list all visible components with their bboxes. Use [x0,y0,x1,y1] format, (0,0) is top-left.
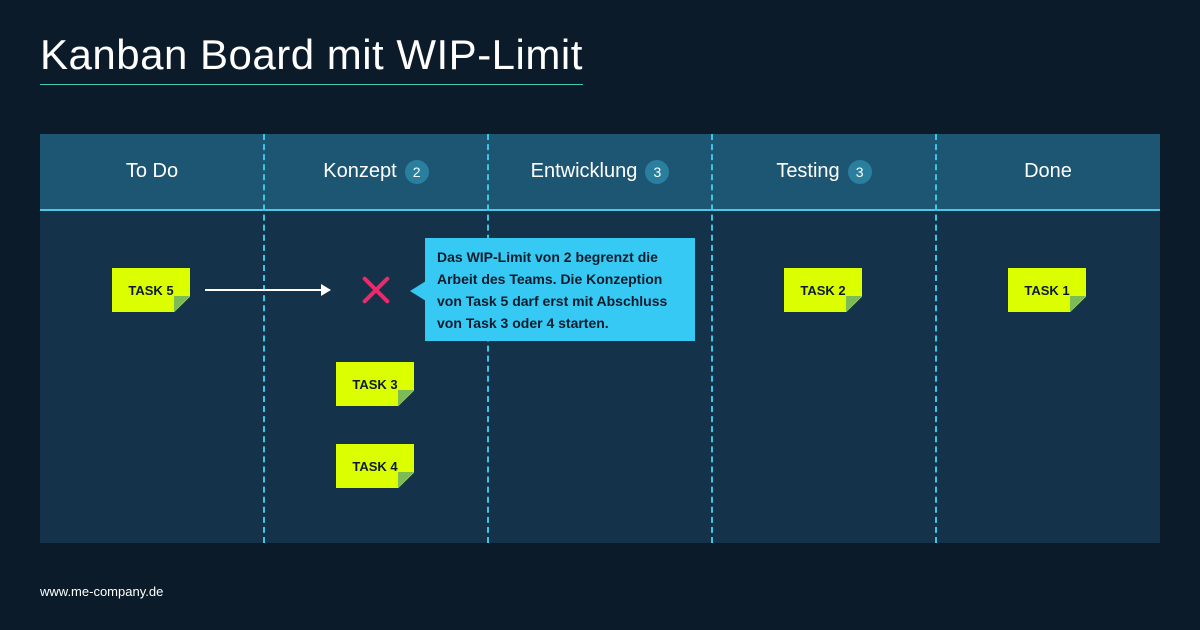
column-divider [263,134,265,543]
callout-tail [410,281,426,301]
wip-callout: Das WIP-Limit von 2 begrenzt die Arbeit … [425,238,695,341]
column-header-entwicklung: Entwicklung 3 [488,134,712,209]
task-label: TASK 3 [352,376,398,392]
task-label: TASK 5 [128,282,174,298]
kanban-board: To Do Konzept 2 Entwicklung 3 Testing 3 … [40,134,1160,543]
task-card-5[interactable]: TASK 5 [112,268,190,312]
task-card-3[interactable]: TASK 3 [336,362,414,406]
column-header-todo: To Do [40,134,264,209]
task-card-1[interactable]: TASK 1 [1008,268,1086,312]
wip-limit-badge: 3 [847,159,872,184]
task-label: TASK 4 [352,458,398,474]
blocked-x-icon [358,273,392,307]
wip-limit-badge: 3 [645,159,670,184]
task-label: TASK 2 [800,282,846,298]
page-title: Kanban Board mit WIP-Limit [40,30,583,86]
column-label: Done [1024,160,1072,182]
column-divider [711,134,713,543]
column-divider [935,134,937,543]
wip-limit-badge: 2 [404,159,429,184]
task-label: TASK 1 [1024,282,1070,298]
footer-url: www.me-company.de [40,584,164,599]
board-header: To Do Konzept 2 Entwicklung 3 Testing 3 … [40,134,1160,211]
arrow-head [321,284,331,296]
column-label: Entwicklung [530,160,638,182]
task-card-4[interactable]: TASK 4 [336,444,414,488]
column-label: Testing [776,160,840,182]
task-card-2[interactable]: TASK 2 [784,268,862,312]
column-header-done: Done [936,134,1160,209]
column-label: Konzept [323,160,397,182]
column-header-konzept: Konzept 2 [264,134,488,209]
column-label: To Do [125,160,179,182]
arrow-right-icon [205,284,331,296]
column-header-testing: Testing 3 [712,134,936,209]
